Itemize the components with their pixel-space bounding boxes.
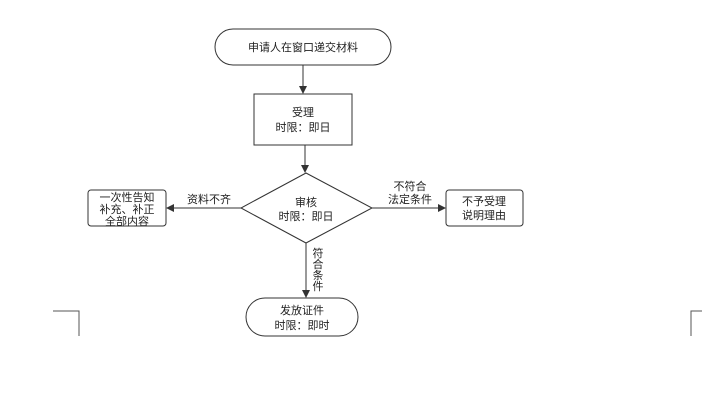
start-node: 申请人在窗口递交材料 [214, 28, 392, 66]
reject-node-line-2: 说明理由 [462, 208, 506, 222]
review-decision-line-2: 时限：即日 [279, 210, 334, 223]
issue-node: 发放证件 时限：即时 [245, 297, 359, 337]
issue-node-line-2: 时限：即时 [275, 319, 330, 332]
accept-node-line-2: 时限：即日 [276, 121, 331, 134]
supplement-node-line-3: 全部内容 [105, 214, 149, 228]
page-corner-mark-right [690, 310, 702, 336]
edge-label-conform-char-2: 合 [313, 257, 324, 271]
review-decision: 审核 时限：即日 [239, 172, 374, 244]
accept-node: 受理 时限：即日 [253, 93, 353, 146]
edge-label-not-conform-line-2: 法定条件 [388, 192, 432, 206]
reject-node-line-1: 不予受理 [462, 195, 506, 208]
edge-label-not-conform-line-1: 不符合 [394, 179, 427, 193]
supplement-node-line-1: 一次性告知 [100, 190, 155, 204]
edge-label-conform-char-4: 件 [313, 280, 324, 293]
reject-node: 不予受理 说明理由 [445, 189, 524, 227]
issue-node-line-1: 发放证件 [280, 303, 324, 317]
edge-label-conform-char-1: 符 [313, 247, 324, 260]
supplement-node: 一次性告知 补充、补正 全部内容 [87, 189, 167, 228]
supplement-node-line-2: 补充、补正 [100, 202, 155, 216]
accept-node-line-1: 受理 [292, 106, 314, 119]
edge-label-incomplete: 资料不齐 [187, 192, 231, 206]
page-corner-mark-left [53, 310, 80, 336]
review-decision-line-1: 审核 [295, 195, 317, 209]
edge-label-conform-char-3: 条 [313, 268, 324, 282]
start-node-text: 申请人在窗口递交材料 [248, 40, 358, 54]
